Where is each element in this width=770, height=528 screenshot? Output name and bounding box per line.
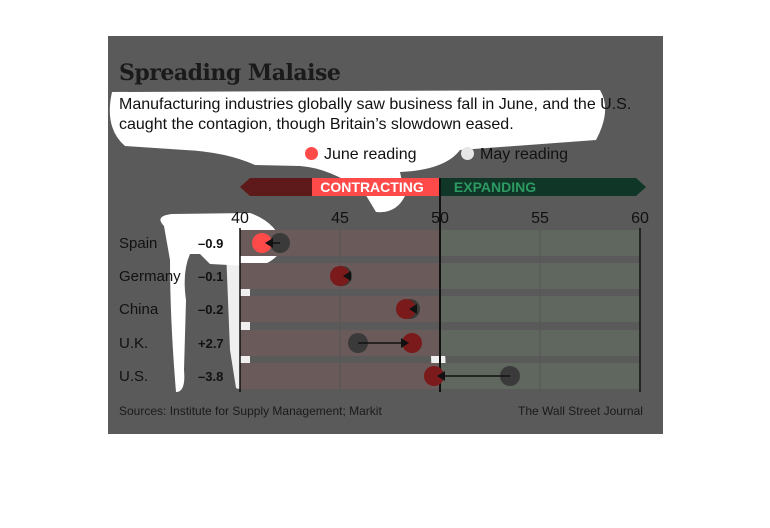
credit: The Wall Street Journal <box>518 404 643 418</box>
change-label: –0.2 <box>198 302 223 317</box>
change-label: –0.1 <box>198 269 223 284</box>
change-arrow-head <box>343 271 351 281</box>
contracting-label: CONTRACTING <box>320 179 424 195</box>
legend-june-label: June reading <box>324 146 417 163</box>
x-tick-label: 60 <box>631 210 649 227</box>
x-tick-label: 40 <box>231 210 249 227</box>
legend-may-swatch <box>461 147 474 160</box>
change-label: –0.9 <box>198 236 223 251</box>
june-dot <box>424 366 444 386</box>
change-label: +2.7 <box>198 336 224 351</box>
row-label-spain: Spain <box>119 235 157 252</box>
legend-june-swatch <box>305 147 318 160</box>
chart-title: Spreading Malaise <box>119 60 341 86</box>
legend-june: June reading <box>305 146 417 164</box>
change-arrow-head <box>437 371 445 381</box>
expanding-band <box>440 178 646 196</box>
source-note: Sources: Institute for Supply Management… <box>119 404 382 418</box>
x-tick-label: 55 <box>531 210 549 227</box>
change-arrow-head <box>409 304 417 314</box>
change-label: –3.8 <box>198 369 223 384</box>
change-arrow-head <box>401 338 409 348</box>
june-dot <box>396 299 416 319</box>
change-arrow-head <box>265 238 273 248</box>
row-label-germany: Germany <box>119 268 181 285</box>
row-label-us: U.S. <box>119 368 148 385</box>
contracting-band-highlight <box>312 178 440 196</box>
x-tick-label: 45 <box>331 210 349 227</box>
june-dot <box>402 333 422 353</box>
legend-may: May reading <box>461 146 568 164</box>
row-label-uk: U.K. <box>119 335 148 352</box>
row-label-china: China <box>119 301 159 318</box>
chart-subtitle: Manufacturing industries globally saw bu… <box>119 96 632 133</box>
expanding-label: EXPANDING <box>454 179 536 195</box>
june-dot <box>252 233 272 253</box>
legend-may-label: May reading <box>480 146 569 163</box>
june-dot <box>330 266 350 286</box>
